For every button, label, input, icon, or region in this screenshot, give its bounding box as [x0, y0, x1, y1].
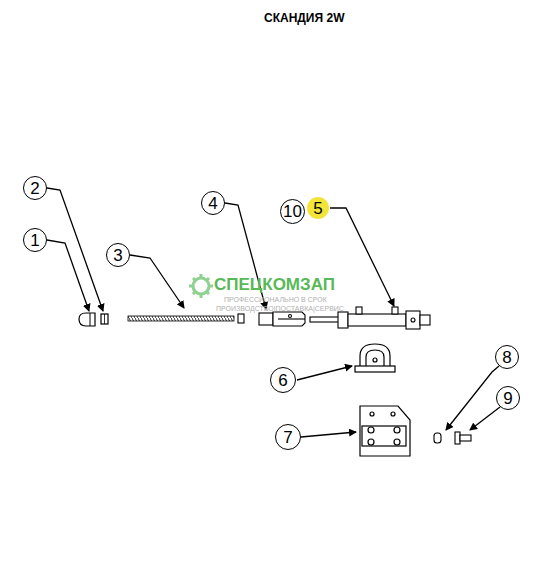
- callout-number: 1: [30, 232, 39, 249]
- callout-number: 7: [283, 429, 292, 446]
- nut-part: [101, 314, 108, 324]
- callout-circle: 8: [495, 345, 519, 369]
- watermark-text: СПЕЦКОМЗАП: [214, 276, 335, 293]
- callout-circle: 4: [201, 191, 225, 215]
- watermark-text: ПРОИЗВОДСТВО|ПОСТАВКА|СЕРВИС: [216, 305, 344, 312]
- callout-number: 4: [208, 195, 217, 212]
- pin-part: [434, 433, 441, 443]
- callout-number: 9: [503, 390, 512, 407]
- callout-number: 10: [283, 203, 302, 220]
- callout-circle: 9: [496, 386, 520, 410]
- bolt-part: [455, 432, 471, 444]
- diagram-title: СКАНДИЯ 2W: [264, 11, 344, 25]
- callout-circle: 5: [307, 197, 329, 219]
- threaded-rod: [128, 316, 234, 321]
- leader-lines: [47, 188, 500, 437]
- rod-nut: [238, 314, 244, 323]
- cap-part: [79, 313, 95, 326]
- callout-circle: 2: [23, 176, 47, 200]
- callout-number: 8: [502, 349, 511, 366]
- callout-circle: 6: [270, 367, 296, 393]
- callout-number: 5: [313, 200, 322, 217]
- callout-number: 6: [278, 372, 287, 389]
- callout-circle: 1: [23, 228, 47, 252]
- callout-number: 2: [30, 180, 39, 197]
- callout-circle: 10: [280, 199, 305, 224]
- mounting-plate: [360, 406, 410, 456]
- watermark-text: ПРОФЕССИОНАЛЬНО В СРОК: [224, 296, 327, 303]
- watermark-logo: [189, 274, 213, 298]
- callout-circle: 7: [275, 424, 301, 450]
- callout-number: 3: [113, 247, 122, 264]
- callout-circle: 3: [106, 243, 130, 267]
- u-bracket: [355, 344, 395, 372]
- clevis-part: [259, 312, 305, 326]
